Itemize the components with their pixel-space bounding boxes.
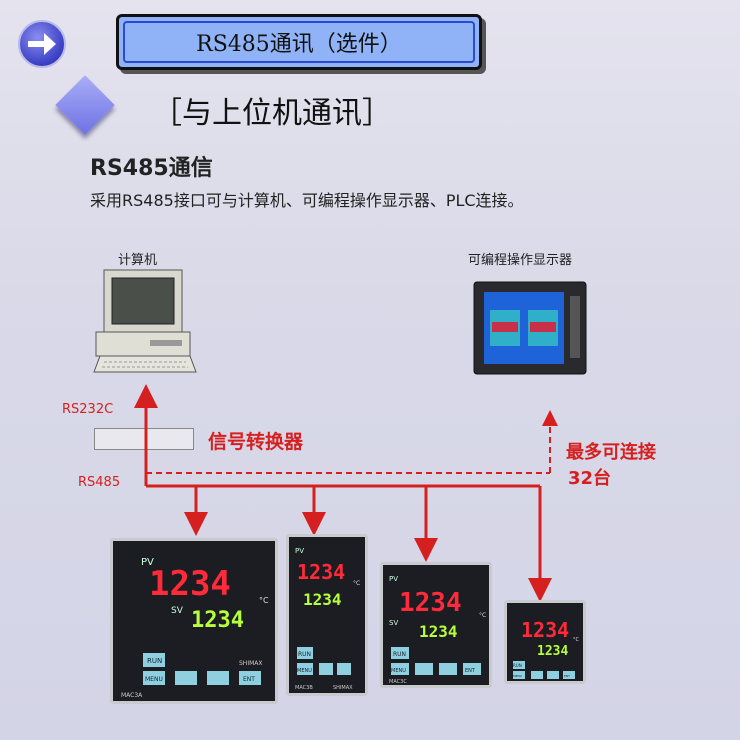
down-button[interactable]	[531, 671, 543, 679]
ent-button[interactable]	[563, 671, 575, 679]
sv-display: 1234	[191, 608, 244, 633]
computer-icon	[93, 269, 197, 373]
model-label: MAC3A	[121, 692, 143, 699]
model-label: MAC3B	[295, 685, 313, 691]
svg-text:RUN: RUN	[298, 651, 311, 658]
content-description: 采用RS485接口可与计算机、可编程操作显示器、PLC连接。	[90, 191, 524, 210]
pv-display: 1234	[297, 560, 345, 584]
svg-text:MENU: MENU	[513, 674, 522, 678]
run-button[interactable]	[513, 661, 525, 669]
run-button[interactable]	[143, 653, 165, 667]
svg-text:RUN: RUN	[513, 663, 522, 668]
computer-label: 计算机	[118, 253, 158, 268]
run-button[interactable]	[391, 647, 409, 659]
next-arrow-button[interactable]	[18, 20, 66, 68]
up-button[interactable]	[547, 671, 559, 679]
controller-mac3b: PV 1234 1234 °C RUN MENU MAC3B SHIMAX	[286, 534, 368, 696]
svg-text:PV: PV	[141, 557, 154, 568]
svg-text:ENT: ENT	[465, 668, 476, 674]
up-button[interactable]	[337, 663, 351, 675]
run-button[interactable]	[297, 647, 313, 659]
unit-label: °C	[353, 580, 360, 587]
unit-label: °C	[259, 596, 269, 605]
converter-label: 信号转换器	[208, 431, 304, 453]
svg-text:SV: SV	[389, 619, 398, 627]
controller-small: 1234 1234 °C RUN MENU ENT	[504, 600, 586, 684]
svg-text:MENU: MENU	[391, 668, 406, 674]
section-title: ［与上位机通讯］	[152, 96, 392, 131]
svg-text:PV: PV	[295, 547, 304, 555]
slide-title: RS485通讯（选件）	[196, 32, 402, 57]
sv-display: 1234	[419, 622, 458, 641]
ent-button[interactable]	[463, 663, 481, 675]
hmi-display-icon	[473, 281, 587, 375]
svg-text:MENU: MENU	[145, 676, 163, 683]
svg-text:MENU: MENU	[297, 668, 312, 674]
down-button[interactable]	[415, 663, 433, 675]
arrow-right-icon	[28, 33, 56, 55]
sv-display: 1234	[303, 590, 342, 609]
pv-display: 1234	[399, 588, 462, 618]
svg-text:PV: PV	[389, 575, 398, 583]
unit-label: °C	[479, 612, 486, 619]
signal-converter-box	[94, 428, 194, 450]
rs485-label: RS485	[78, 475, 121, 490]
content-heading: RS485通信	[90, 156, 213, 181]
brand-label: SHIMAX	[333, 685, 353, 691]
controller-mac3c: PV 1234 SV 1234 °C RUN MENU ENT MAC3C	[380, 562, 492, 688]
menu-button[interactable]	[513, 671, 525, 679]
menu-button[interactable]	[391, 663, 409, 675]
controller-mac3a: PV 1234 SV 1234 °C RUN MENU ENT MAC3A SH…	[110, 538, 278, 704]
brand-label: SHIMAX	[239, 660, 262, 667]
sv-display: 1234	[537, 644, 568, 659]
max-connect-line1: 最多可连接	[566, 442, 656, 463]
svg-text:SV: SV	[171, 606, 184, 616]
svg-text:RUN: RUN	[393, 651, 406, 658]
pv-display: 1234	[149, 564, 231, 604]
max-connect-line2: 32台	[568, 468, 612, 489]
model-label: MAC3C	[389, 679, 407, 685]
pv-display: 1234	[521, 618, 569, 642]
hmi-label: 可编程操作显示器	[468, 253, 573, 268]
menu-button[interactable]	[297, 663, 313, 675]
ent-button[interactable]	[239, 671, 261, 685]
menu-button[interactable]	[143, 671, 165, 685]
svg-text:ENT: ENT	[243, 676, 255, 683]
up-button[interactable]	[207, 671, 229, 685]
down-button[interactable]	[319, 663, 333, 675]
svg-text:RUN: RUN	[147, 657, 162, 665]
down-button[interactable]	[175, 671, 197, 685]
svg-text:ENT: ENT	[564, 674, 570, 678]
max-connect-note: 最多可连接 32台	[566, 440, 656, 492]
unit-label: °C	[573, 637, 580, 643]
rs232c-label: RS232C	[62, 402, 114, 417]
up-button[interactable]	[439, 663, 457, 675]
slide-title-bar: RS485通讯（选件）	[116, 14, 482, 70]
